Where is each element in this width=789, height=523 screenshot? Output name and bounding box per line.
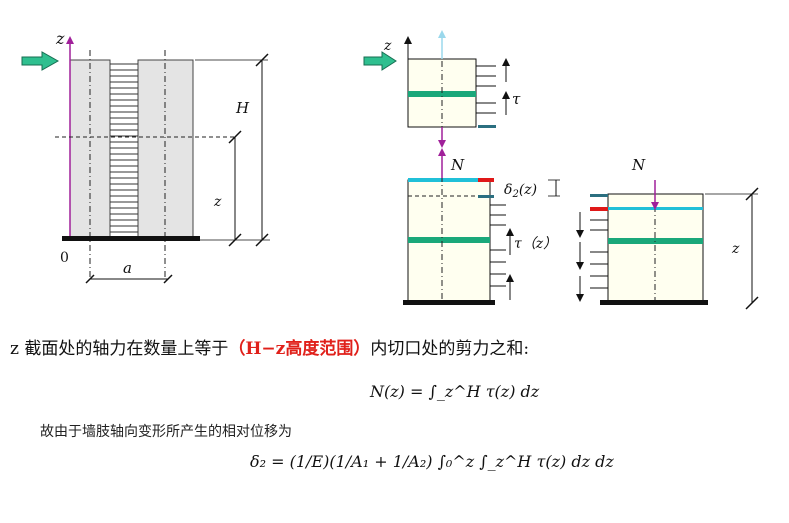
main-sentence: z 截面处的轴力在数量上等于（H−z高度范围）内切口处的剪力之和: (10, 334, 529, 359)
base-bottom-right (600, 300, 708, 305)
main-sentence-before: z 截面处的轴力在数量上等于 (10, 339, 229, 359)
main-sentence-after: 内切口处的剪力之和: (370, 339, 530, 359)
left-origin-label: 0 (60, 250, 69, 266)
z-label-right: z (731, 241, 740, 257)
main-sentence-highlight: （H−z高度范围） (228, 339, 371, 359)
delta2-label: δ2(z) (504, 182, 537, 200)
left-H-label: H (235, 99, 250, 117)
left-z-height-label: z (213, 194, 222, 210)
left-a-label: a (123, 259, 132, 277)
N-label-right: N (631, 156, 646, 174)
equation-N: N(z) = ∫_z^H τ(z) dz (370, 382, 540, 401)
left-wall-figure: z H z 0 a (21, 29, 270, 284)
lateral-load-arrow (21, 51, 60, 71)
right-bottom-left-panel: N δ2(z) τ（z） (403, 148, 560, 305)
red-cut-right (590, 207, 608, 211)
top-beam (408, 91, 476, 97)
coupling-beams (110, 63, 138, 233)
sub-sentence: 故由于墙肢轴向变形所产生的相对位移为 (40, 424, 292, 440)
N-label-left: N (450, 156, 465, 174)
top-load-arrow (363, 51, 397, 71)
red-cut (478, 178, 494, 182)
right-bottom-right-panel: N z (576, 156, 759, 310)
right-top-z-label: z (383, 38, 392, 54)
foundation-base (62, 236, 200, 241)
right-top-tau-label: τ (512, 90, 521, 108)
base-bottom-left (403, 300, 495, 305)
cyan-cut (408, 178, 478, 182)
right-top-panel: z τ (363, 30, 521, 148)
equation-delta2: δ₂ = (1/E)(1/A₁ + 1/A₂) ∫₀^z ∫_z^H τ(z) … (250, 452, 614, 471)
tau-z-label: τ（z） (514, 236, 557, 252)
mid-beam (408, 237, 490, 243)
left-z-axis-label: z (55, 29, 65, 48)
